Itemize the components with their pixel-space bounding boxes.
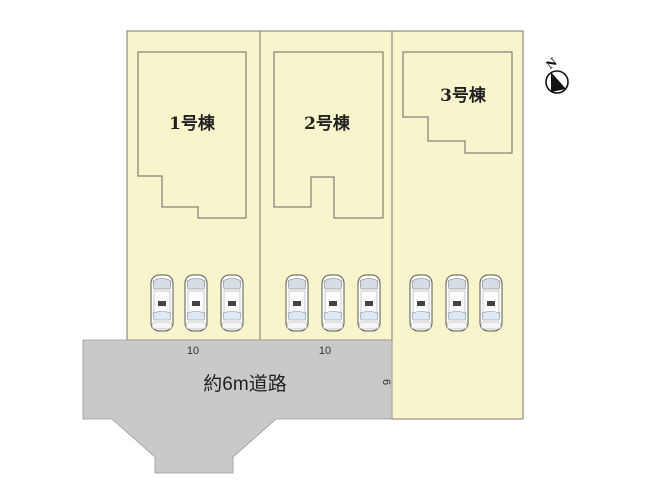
lot-1: 1号棟 <box>126 30 261 341</box>
frontage-dimension-1: 10 <box>187 345 199 357</box>
car-icon <box>150 274 174 332</box>
car-icon <box>409 274 433 332</box>
road-side-dimension: 6 <box>380 379 392 385</box>
car-icon <box>357 274 381 332</box>
building-2-outline <box>273 51 384 219</box>
car-icon <box>445 274 469 332</box>
frontage-dimension-2: 10 <box>319 345 331 357</box>
north-compass-icon: N <box>544 55 569 94</box>
building-1-outline <box>137 51 247 219</box>
lot-2: 2号棟 <box>259 30 393 341</box>
road-label: 約6m道路 <box>203 373 286 395</box>
road: 10 10 約6m道路 6 <box>82 339 393 474</box>
car-icon <box>321 274 345 332</box>
compass-north-label: N <box>544 55 560 71</box>
building-3-outline <box>402 51 513 154</box>
lot-1-label: 1号棟 <box>169 113 216 134</box>
lot-3: 3号棟 <box>391 30 524 420</box>
car-icon <box>479 274 503 332</box>
car-icon <box>285 274 309 332</box>
car-icon <box>220 274 244 332</box>
lot-2-label: 2号棟 <box>304 113 351 134</box>
car-icon <box>184 274 208 332</box>
lot-3-label: 3号棟 <box>440 85 487 106</box>
